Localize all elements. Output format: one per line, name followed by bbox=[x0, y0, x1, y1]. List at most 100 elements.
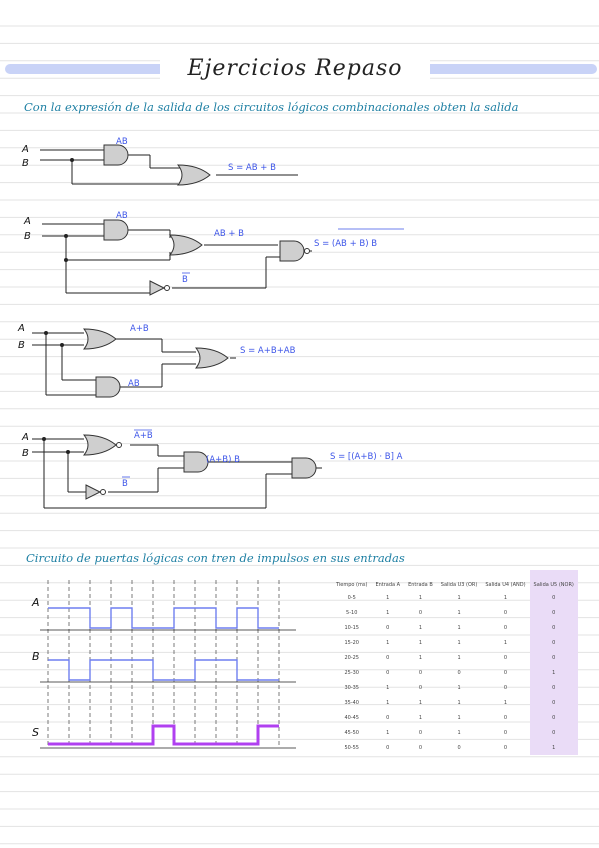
c2-label-a: A bbox=[23, 216, 31, 227]
table-header: Tiempo (ms) bbox=[336, 582, 368, 588]
c2-not-label: B bbox=[182, 275, 188, 285]
table-cell: 1 bbox=[418, 699, 423, 706]
table-cell: 1 bbox=[386, 594, 390, 601]
c2-label-b: B bbox=[24, 231, 31, 242]
table-cell: 0 bbox=[503, 684, 508, 691]
table-cell: 1 bbox=[386, 684, 390, 691]
table-cell: 1 bbox=[457, 714, 461, 721]
c2-or-label: AB + B bbox=[214, 229, 244, 239]
table-cell: 0 bbox=[386, 654, 390, 661]
table-header: Salida U4 (AND) bbox=[485, 582, 526, 588]
table-cell: 0 bbox=[386, 669, 390, 676]
table-cell: 0 bbox=[529, 710, 578, 725]
table-cell: 0 bbox=[529, 635, 578, 650]
table-header: Entrada A bbox=[375, 582, 401, 588]
wave-s bbox=[48, 724, 279, 746]
table-cell: 1 bbox=[418, 594, 423, 601]
table-cell: 30-35 bbox=[344, 684, 359, 691]
c4-not-label: B bbox=[122, 479, 128, 489]
table-cell: 1 bbox=[457, 729, 461, 736]
c4-label-b: B bbox=[22, 448, 29, 459]
table-cell: 0 bbox=[386, 744, 390, 751]
table-cell: 0 bbox=[529, 590, 578, 605]
table-cell: 1 bbox=[386, 699, 390, 706]
table-cell: 1 bbox=[457, 639, 461, 646]
truth-table: Tiempo (ms) Entrada A Entrada B Salida U3 (… bbox=[332, 570, 578, 755]
table-cell: 0 bbox=[418, 684, 423, 691]
table-cell: 0 bbox=[503, 609, 508, 616]
table-cell: 0 bbox=[529, 695, 578, 710]
table-row: 0-5 1 1 1 1 0 bbox=[332, 590, 578, 605]
c3-or-label: A+B bbox=[130, 324, 149, 334]
table-cell: 1 bbox=[457, 699, 461, 706]
table-cell: 20-25 bbox=[344, 654, 359, 661]
table-cell: 1 bbox=[418, 714, 423, 721]
table-cell: 0 bbox=[503, 654, 508, 661]
table-cell: 1 bbox=[418, 624, 423, 631]
c3-label-b: B bbox=[18, 340, 25, 351]
c1-label-b: B bbox=[22, 158, 29, 169]
table-cell: 0 bbox=[529, 605, 578, 620]
table-row: 15-20 1 1 1 1 0 bbox=[332, 635, 578, 650]
table-header: Salida U3 (OR) bbox=[440, 582, 478, 588]
table-cell: 10-15 bbox=[344, 624, 359, 631]
table-cell: 1 bbox=[503, 699, 508, 706]
table-cell: 1 bbox=[457, 594, 461, 601]
table-cell: 1 bbox=[457, 654, 461, 661]
table-cell: 0 bbox=[418, 729, 423, 736]
timing-diagram: A B S bbox=[31, 580, 296, 749]
instruction-text: Con la expresión de la salida de los cir… bbox=[24, 100, 519, 114]
table-cell: 0 bbox=[457, 744, 461, 751]
table-cell: 1 bbox=[386, 639, 390, 646]
timing-label-s: S bbox=[32, 726, 39, 739]
table-cell: 1 bbox=[418, 654, 423, 661]
wave-b bbox=[48, 659, 279, 681]
table-cell: 0 bbox=[457, 669, 461, 676]
table-cell: 0 bbox=[529, 620, 578, 635]
page-title: Ejercicios Repaso bbox=[160, 54, 430, 84]
c1-output: S = AB + B bbox=[228, 163, 276, 173]
table-row: 35-40 1 1 1 1 0 bbox=[332, 695, 578, 710]
table-cell: 0 bbox=[418, 609, 423, 616]
c2-and-label: AB bbox=[116, 211, 128, 221]
section2-title: Circuito de puertas lógicas con tren de … bbox=[26, 551, 405, 565]
table-cell: 1 bbox=[503, 639, 508, 646]
table-cell: 0 bbox=[503, 729, 508, 736]
table-header: Entrada B bbox=[408, 582, 433, 588]
table-cell: 35-40 bbox=[344, 699, 359, 706]
wave-a bbox=[48, 607, 279, 629]
table-cell: 1 bbox=[457, 609, 461, 616]
table-cell: 0 bbox=[529, 680, 578, 695]
table-cell: 0 bbox=[503, 669, 508, 676]
table-cell: 1 bbox=[503, 594, 508, 601]
table-cell: 0 bbox=[503, 714, 508, 721]
c4-nor-label: A+B bbox=[134, 431, 153, 441]
c1-label-a: A bbox=[21, 144, 29, 155]
table-cell: 15-20 bbox=[344, 639, 359, 646]
timing-label-a: A bbox=[31, 596, 40, 609]
table-cell: 0 bbox=[418, 669, 423, 676]
table-cell: 1 bbox=[386, 609, 390, 616]
table-cell: 5-10 bbox=[346, 609, 358, 616]
table-cell: 1 bbox=[386, 729, 390, 736]
table-row: 20-25 0 1 1 0 0 bbox=[332, 650, 578, 665]
table-cell: 1 bbox=[457, 684, 461, 691]
c3-and-label: AB bbox=[128, 379, 140, 389]
table-cell: 50-55 bbox=[344, 744, 359, 751]
c4-output: S = [(A+B) · B] A bbox=[330, 452, 403, 462]
table-cell: 0-5 bbox=[347, 594, 356, 601]
table-cell: 0 bbox=[418, 744, 423, 751]
table-cell: 0 bbox=[529, 650, 578, 665]
table-header: Salida U5 (NOR) bbox=[529, 570, 578, 590]
c4-and1-label: (A+B) B bbox=[206, 455, 240, 465]
table-cell: 1 bbox=[457, 624, 461, 631]
table-cell: 0 bbox=[386, 624, 390, 631]
table-cell: 45-50 bbox=[344, 729, 359, 736]
table-row: 30-35 1 0 1 0 0 bbox=[332, 680, 578, 695]
table-cell: 1 bbox=[418, 639, 423, 646]
